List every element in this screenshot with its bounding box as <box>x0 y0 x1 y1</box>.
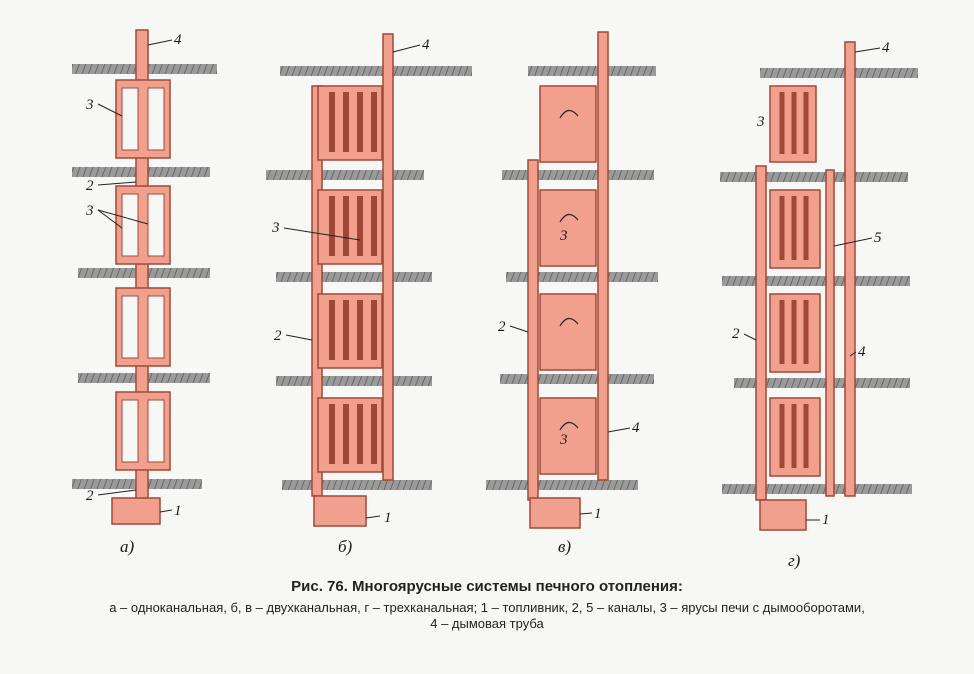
callout-lines <box>509 325 631 515</box>
label-3: 3 <box>85 97 94 113</box>
callout-lines <box>283 44 421 519</box>
flue-baffles <box>779 92 809 468</box>
label-1: 1 <box>822 512 830 528</box>
label-2: 2 <box>732 326 740 342</box>
label-2: 2 <box>274 328 282 344</box>
label-4: 4 <box>858 344 866 360</box>
label-4: 4 <box>632 420 640 436</box>
label-2: 2 <box>498 319 506 335</box>
figure-caption-line2: 4 – дымовая труба <box>430 616 544 631</box>
label-1: 1 <box>594 506 602 522</box>
floor-slabs <box>720 68 918 494</box>
callout-lines <box>97 39 173 513</box>
label-3: 3 <box>559 432 568 448</box>
floor-slabs <box>266 66 472 490</box>
sublabel-a: а) <box>120 537 135 556</box>
figure-caption-title: Рис. 76. Многоярусные системы печного от… <box>291 578 683 595</box>
label-1: 1 <box>384 510 392 526</box>
figure-caption-line1: а – одноканальная, б, в – двухканальная,… <box>109 600 865 615</box>
smoke-turn-arrows <box>559 109 579 431</box>
flue-channels <box>121 87 165 463</box>
flue-baffles <box>329 92 377 464</box>
callout-lines <box>743 47 881 521</box>
label-2: 2 <box>86 488 94 504</box>
heating-systems-figure: 4 3 2 3 2 1 а) <box>72 29 918 570</box>
sublabel-v: в) <box>558 537 571 556</box>
label-3: 3 <box>756 114 765 130</box>
diagram-g: 4 3 5 2 4 1 г) <box>720 40 918 570</box>
sublabel-g: г) <box>788 551 801 570</box>
label-4: 4 <box>882 40 890 56</box>
stove-tiers <box>527 31 609 529</box>
label-5: 5 <box>874 230 882 246</box>
label-3: 3 <box>271 220 280 236</box>
label-3: 3 <box>85 203 94 219</box>
label-1: 1 <box>174 503 182 519</box>
sublabel-b: б) <box>338 537 353 556</box>
diagram-a: 4 3 2 3 2 1 а) <box>72 29 217 556</box>
floor-slabs <box>486 66 658 490</box>
diagram-v: 3 3 2 4 1 в) <box>486 31 658 556</box>
label-2: 2 <box>86 178 94 194</box>
label-3: 3 <box>559 228 568 244</box>
label-4: 4 <box>174 32 182 48</box>
diagram-b: 4 3 2 1 б) <box>266 33 472 556</box>
label-4: 4 <box>422 37 430 53</box>
